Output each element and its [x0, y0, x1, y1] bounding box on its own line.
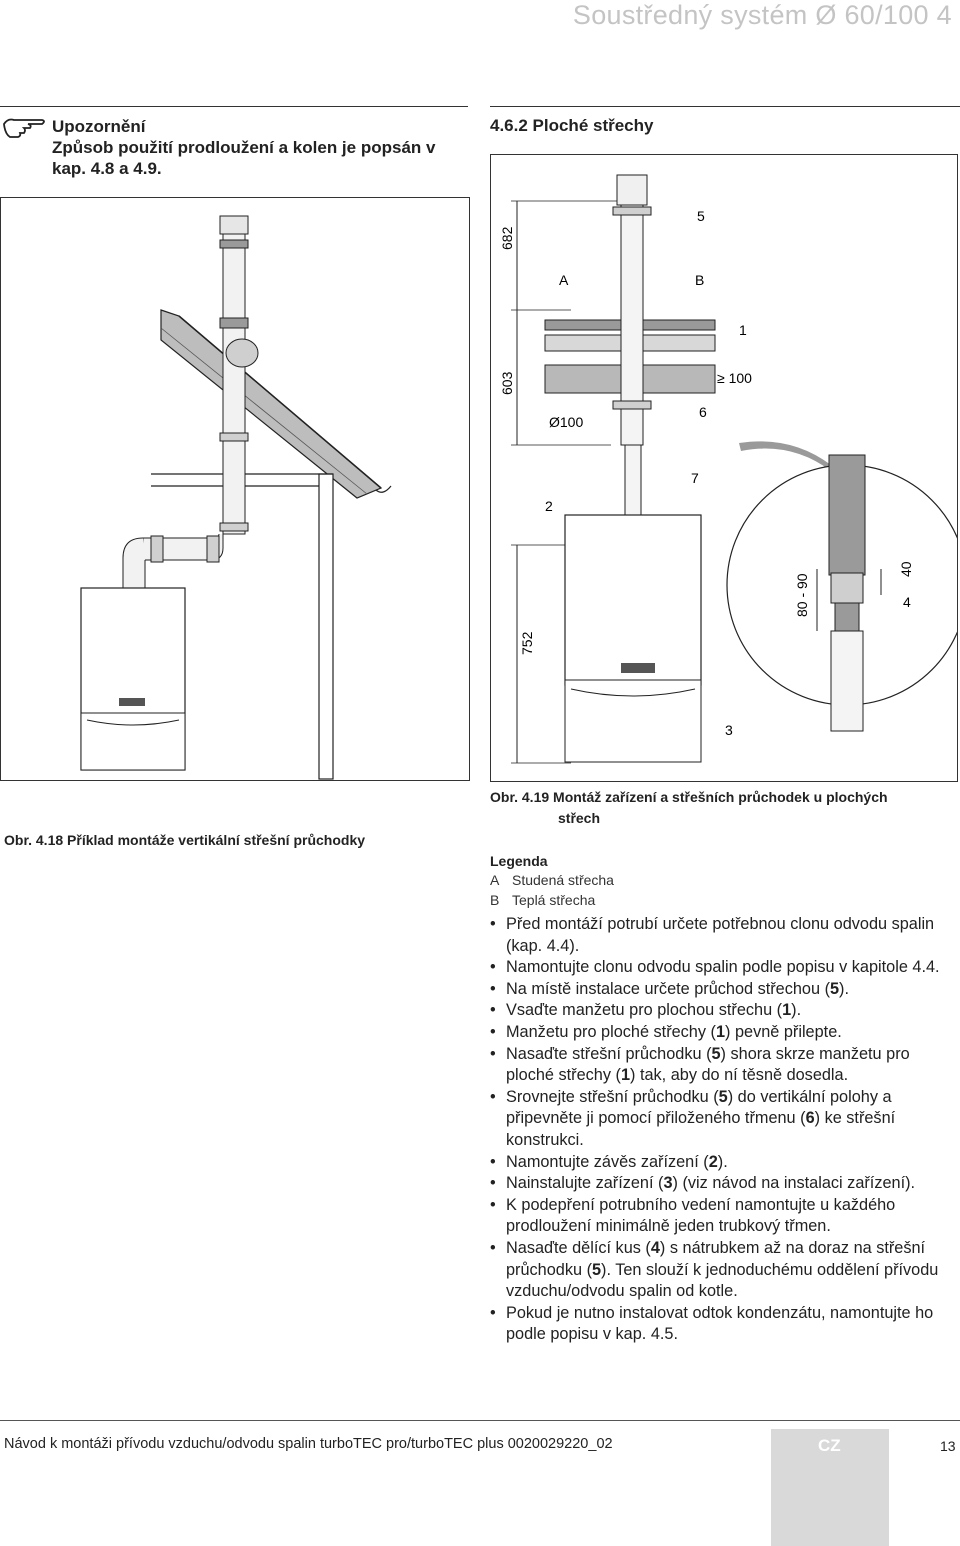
language-tab — [771, 1429, 889, 1546]
label-6: 6 — [699, 404, 707, 420]
legend-text: Studená střecha — [512, 872, 614, 888]
dim-100-label: ≥ 100 — [717, 370, 752, 386]
label-3: 3 — [725, 722, 733, 738]
page-number: 13 — [940, 1438, 956, 1454]
instruction-step: Na místě instalace určete průchod střech… — [490, 979, 960, 1001]
flat-roof-drawing: 682 603 752 80 - 90 40 ≥ 100 Ø100 A B 1 … — [499, 174, 960, 764]
label-1: 1 — [739, 322, 747, 338]
running-header: Soustředný systém Ø 60/100 4 — [572, 0, 952, 30]
instruction-step: Manžetu pro ploché střechy (1) pevně při… — [490, 1022, 960, 1044]
instruction-step: K podepření potrubního vedení namontujte… — [490, 1195, 960, 1238]
label-5: 5 — [697, 208, 705, 224]
note-title: Upozornění — [52, 117, 146, 136]
legend-text: Teplá střecha — [512, 892, 596, 908]
dim-752-label: 752 — [519, 631, 535, 655]
pointing-hand-icon — [3, 118, 45, 138]
note-text: Způsob použití prodloužení a kolen je po… — [52, 138, 436, 178]
language-code: CZ — [818, 1436, 841, 1455]
dim-603-label: 603 — [499, 371, 515, 395]
legend-key: B — [490, 892, 500, 908]
instruction-step: Pokud je nutno instalovat odtok kondenzá… — [490, 1303, 960, 1346]
label-4: 4 — [903, 594, 911, 610]
instruction-step: Vsaďte manžetu pro plochou střechu (1). — [490, 1000, 960, 1022]
figure-4-19-caption-line2: střech — [558, 810, 601, 826]
dim-682-label: 682 — [499, 226, 515, 250]
legend-key: A — [490, 872, 500, 888]
pitched-roof-drawing — [80, 215, 392, 780]
dim-40-label: 40 — [898, 561, 914, 577]
instruction-step: Před montáží potrubí určete potřebnou cl… — [490, 914, 960, 957]
dim-80-90-label: 80 - 90 — [794, 573, 810, 617]
instruction-step: Namontujte závěs zařízení (2). — [490, 1152, 960, 1174]
instruction-step: Namontujte clonu odvodu spalin podle pop… — [490, 957, 960, 979]
section-top-rule — [490, 106, 960, 107]
note-top-rule — [0, 106, 468, 107]
footer-text: Návod k montáži přívodu vzduchu/odvodu s… — [4, 1436, 613, 1452]
label-B: B — [695, 272, 704, 288]
figure-4-19-caption-line1: Obr. 4.19 Montáž zařízení a střešních pr… — [490, 789, 888, 805]
instruction-step: Nasaďte dělící kus (4) s nátrubkem až na… — [490, 1238, 960, 1303]
instruction-step: Nasaďte střešní průchodku (5) shora skrz… — [490, 1044, 960, 1087]
instruction-step: Srovnejte střešní průchodku (5) do verti… — [490, 1087, 960, 1152]
figure-flat-roof: 682 603 752 80 - 90 40 ≥ 100 Ø100 A B 1 … — [490, 154, 960, 782]
instruction-list: Před montáží potrubí určete potřebnou cl… — [490, 914, 960, 1346]
label-2: 2 — [545, 498, 553, 514]
label-7: 7 — [691, 470, 699, 486]
figure-4-18-caption: Obr. 4.18 Příklad montáže vertikální stř… — [4, 832, 366, 848]
footer-rule — [0, 1420, 960, 1421]
figure-pitched-roof — [0, 197, 470, 781]
label-A: A — [559, 272, 569, 288]
diameter-100-label: Ø100 — [549, 414, 583, 430]
legend-item: B Teplá střecha — [490, 892, 595, 908]
instruction-step: Nainstalujte zařízení (3) (viz návod na … — [490, 1173, 960, 1195]
legend-item: A Studená střecha — [490, 872, 614, 888]
section-title: 4.6.2 Ploché střechy — [490, 116, 654, 135]
legend-title: Legenda — [490, 853, 548, 869]
